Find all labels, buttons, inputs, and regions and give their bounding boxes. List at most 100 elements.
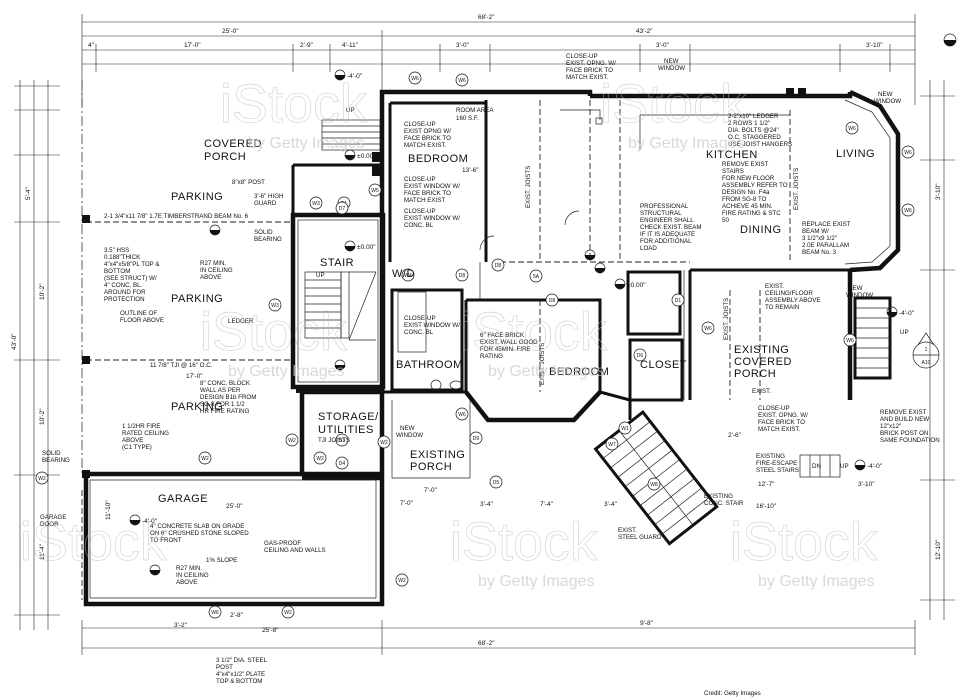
closet-label: CLOSET [640, 359, 687, 371]
svg-text:W7: W7 [608, 442, 616, 448]
dim-3-11: 3'-10" [858, 481, 875, 488]
note-conc-slab: 4" CONCRETE SLAB ON GRADE ON 6" CRUSHED … [150, 523, 249, 544]
note-solid-bearing: SOLID BEARING [254, 229, 282, 243]
svg-text:SAME FOUNDATION: SAME FOUNDATION [880, 437, 940, 444]
svg-text:W6: W6 [211, 610, 219, 616]
svg-text:W6: W6 [411, 76, 419, 82]
tag-w4: W4 [401, 268, 415, 282]
svg-text:R27 MIN.: R27 MIN. [176, 565, 202, 572]
tag-d9: D9 [469, 431, 483, 445]
note-new-window-left: NEW WINDOW [396, 425, 423, 439]
storage-label-1: STORAGE/ [318, 411, 379, 423]
parking-label-2: PARKING [171, 293, 223, 305]
svg-text:EXIST WINDOW W/: EXIST WINDOW W/ [404, 215, 460, 222]
svg-text:GAS-PROOF: GAS-PROOF [264, 540, 301, 547]
note-post: 8"x8" POST [232, 179, 265, 186]
dim-12-10-right: 12'-10" [935, 539, 942, 560]
section-sheet: A10 [922, 360, 931, 366]
notes: ROOM AREA 160 S.F. CLOSE-UP EXIST. OPNG.… [40, 53, 940, 685]
dim-2-9: 2'-9" [300, 42, 314, 49]
note-new-window-right: NEW WINDOW NEW WINDOW [846, 91, 901, 299]
dim-43-2-top: 43'-2" [636, 28, 653, 35]
elev-porch: ±0.00" [357, 153, 376, 160]
note-ceiling-floor: EXIST. CEILING/FLOOR ASSEMBLY ABOVE TO R… [765, 283, 820, 311]
svg-text:WINDOW: WINDOW [396, 432, 423, 439]
elev-fire: -4'-0" [867, 463, 883, 470]
svg-text:AND BUILD NEW: AND BUILD NEW [880, 416, 929, 423]
svg-text:CLOSE-UP: CLOSE-UP [404, 121, 436, 128]
svg-text:160 S.F.: 160 S.F. [456, 115, 479, 122]
svg-text:MATCH EXIST.: MATCH EXIST. [758, 426, 800, 433]
dim-13-6: 13'-6" [462, 167, 479, 174]
svg-text:EXIST. OPNG. W/: EXIST. OPNG. W/ [758, 412, 808, 419]
storage-label-2: UTILITIES [318, 424, 374, 436]
svg-text:8" CONC. BLOCK: 8" CONC. BLOCK [200, 380, 251, 387]
svg-text:W6: W6 [704, 326, 712, 332]
svg-text:STEEL STAIRS: STEEL STAIRS [756, 467, 799, 474]
svg-text:EXIST. WALL GOOD: EXIST. WALL GOOD [480, 339, 538, 346]
svg-text:W5: W5 [371, 188, 379, 194]
svg-text:DESIGN B1b FROM: DESIGN B1b FROM [200, 394, 256, 401]
svg-text:FOR 45MIN. FIRE: FOR 45MIN. FIRE [480, 346, 531, 353]
svg-text:BEAM W/: BEAM W/ [802, 228, 829, 235]
svg-text:CONC. BL: CONC. BL [404, 329, 434, 336]
svg-text:ASSEMBLY REFER TO: ASSEMBLY REFER TO [722, 182, 788, 189]
svg-text:W6: W6 [904, 208, 912, 214]
svg-text:CHECK EXIST. BEAM: CHECK EXIST. BEAM [640, 224, 702, 231]
svg-text:FOR ADDITIONAL: FOR ADDITIONAL [640, 238, 692, 245]
interior-details [397, 88, 806, 400]
svg-text:3.5" HSS: 3.5" HSS [104, 247, 129, 254]
dim-17-0-top: 17'-0" [184, 42, 201, 49]
svg-text:SOLID: SOLID [254, 229, 273, 236]
svg-text:BEARING: BEARING [254, 236, 282, 243]
svg-text:D8: D8 [549, 298, 556, 304]
svg-text:CLOSE-UP: CLOSE-UP [566, 53, 598, 60]
svg-text:BOTTOM: BOTTOM [104, 268, 130, 275]
tag-w6-right: W6 [701, 321, 715, 335]
svg-text:RATED CEILING: RATED CEILING [122, 430, 169, 437]
svg-text:MATCH EXIST: MATCH EXIST [404, 197, 445, 204]
svg-text:ABOVE: ABOVE [200, 274, 221, 281]
watermark-credit-4: by Getty Images [488, 363, 605, 380]
tag-w6-porch: W6 [455, 407, 469, 421]
note-exist: EXIST. [752, 388, 771, 395]
dim-3-4: 3'-4" [480, 501, 494, 508]
existing-covered-porch-label-2: COVERED [734, 356, 792, 368]
note-closeup-bed2: CLOSE-UP EXIST WINDOW W/ FACE BRICK TO M… [404, 176, 460, 204]
svg-text:W6: W6 [458, 78, 466, 84]
svg-text:W2: W2 [284, 610, 292, 616]
note-up-porch: UP [346, 107, 355, 114]
tag-w2-f: W2 [281, 605, 295, 619]
dim-4-11: 4'-11" [342, 42, 359, 49]
note-conc-block: 8" CONC. BLOCK WALL AS PER DESIGN B1b FR… [200, 380, 256, 415]
dim-10-2-left-b: 10'-2" [39, 408, 46, 425]
tag-d1-b: D1 [671, 293, 685, 307]
watermark-credit-5: by Getty Images [478, 573, 595, 590]
svg-text:ASSEMBLY ABOVE: ASSEMBLY ABOVE [765, 297, 820, 304]
dim-4in: 4" [88, 42, 95, 49]
dim-3-2: 3'-2" [174, 622, 188, 629]
svg-text:2 ROWS 1 1/2": 2 ROWS 1 1/2" [728, 120, 770, 127]
dim-3-10: 3'-10" [866, 42, 883, 49]
watermark-brand-5: iStock [20, 512, 168, 572]
svg-text:FACE BRICK TO: FACE BRICK TO [758, 419, 805, 426]
svg-text:NEW: NEW [664, 58, 679, 65]
elev-garage: -4'-0" [142, 518, 158, 525]
interior-dimensions: 13'-6" 17'-0" 25'-0" 7'-0" 3'-4" 7'-4" 3… [105, 167, 875, 629]
svg-text:MATCH EXIST.: MATCH EXIST. [566, 74, 608, 81]
svg-text:SG-8 FOR 1 1/2: SG-8 FOR 1 1/2 [200, 401, 245, 408]
note-solid-bearing2: SOLID BEARING [42, 450, 70, 464]
svg-text:4"x4"x1/2" PLATE: 4"x4"x1/2" PLATE [216, 671, 265, 678]
svg-text:0.188"THICK: 0.188"THICK [104, 254, 141, 261]
dim-10-2-left-a: 10'-2" [39, 283, 46, 300]
dim-43-0-left: 43'-0" [11, 333, 18, 350]
svg-text:EXISTING: EXISTING [704, 493, 733, 500]
elev-closet: ±0.00" [627, 282, 646, 289]
tag-w6-right5: W6 [843, 333, 857, 347]
elev-top: -4'-0" [347, 73, 363, 80]
svg-text:TO REMAIN: TO REMAIN [765, 304, 799, 311]
svg-text:PROFESSIONAL: PROFESSIONAL [640, 203, 689, 210]
svg-text:W2: W2 [288, 438, 296, 444]
svg-text:FROM SG-8 TO: FROM SG-8 TO [722, 196, 767, 203]
svg-text:D6: D6 [637, 353, 644, 359]
